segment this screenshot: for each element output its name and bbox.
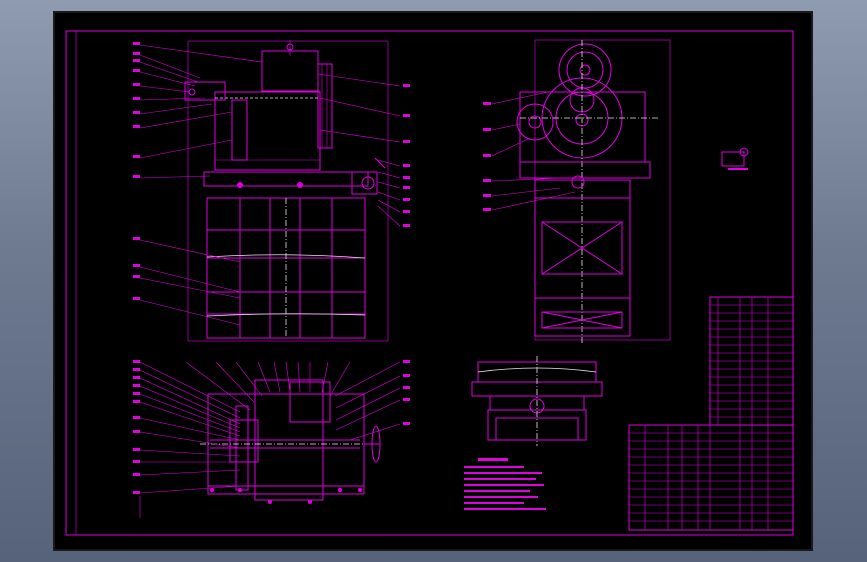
small-detail-view	[721, 147, 749, 170]
drawing-sheet	[55, 13, 811, 549]
technical-notes	[464, 458, 546, 510]
motor-icon	[261, 50, 319, 92]
front-elevation-view	[133, 40, 410, 342]
inner-border	[75, 30, 794, 536]
pulley-icon	[317, 63, 333, 149]
detail-section-view	[471, 356, 603, 446]
parts-list-table	[709, 296, 794, 426]
side-elevation-view	[483, 39, 671, 345]
handwheel-icon	[371, 425, 381, 463]
front-view-box	[187, 40, 389, 342]
title-block	[628, 424, 794, 531]
plan-section-view	[133, 360, 410, 518]
outer-border	[65, 30, 794, 536]
